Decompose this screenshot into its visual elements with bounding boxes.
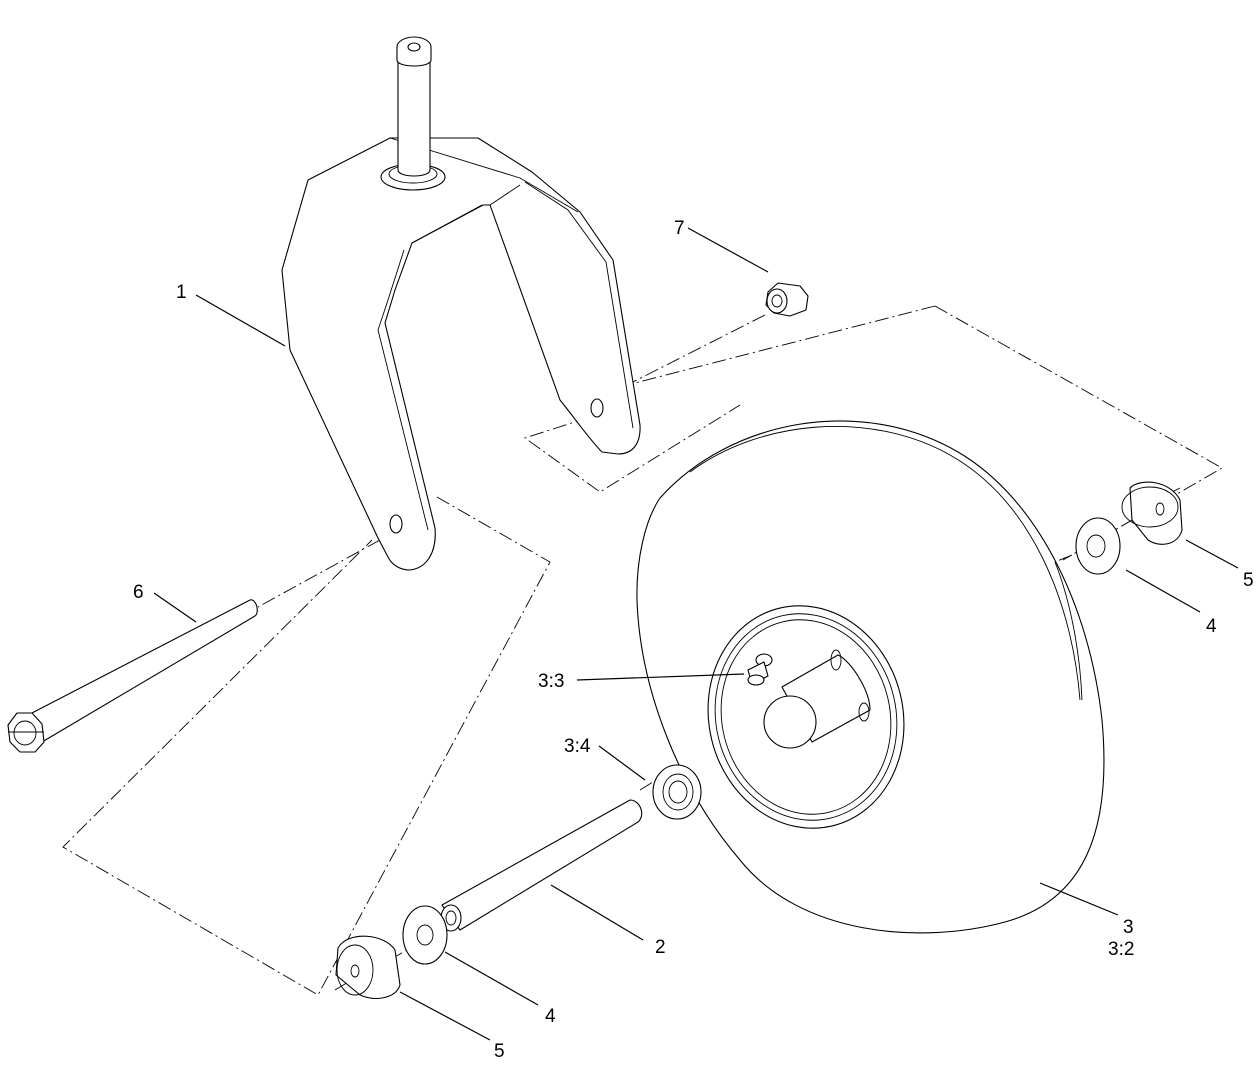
leader-lines: [153, 227, 1239, 1041]
wheel-bearing: [652, 764, 702, 820]
washer-left: [402, 905, 448, 965]
caster-fork: [281, 36, 641, 571]
callout-labels: 1 7 6 3:3 3:4 2 4 5 3 3:2 4 5: [133, 218, 1254, 1062]
callout-1: 1: [176, 282, 187, 303]
flange-nut: [765, 282, 809, 317]
callout-3-3: 3:3: [538, 671, 564, 692]
axle-bolt: [7, 599, 258, 753]
washer-right: [1075, 517, 1121, 575]
callout-3: 3: [1123, 917, 1134, 938]
wheel-assembly: [636, 420, 1105, 934]
spacer-right: [1121, 481, 1183, 545]
spacer-left: [335, 935, 401, 999]
callout-5-right: 5: [1243, 570, 1254, 591]
callout-2: 2: [655, 937, 666, 958]
callout-5-left: 5: [494, 1041, 505, 1062]
callout-7: 7: [674, 218, 685, 239]
callout-4-right: 4: [1206, 616, 1217, 637]
axle-spacer-tube: [440, 799, 643, 932]
callout-3-2: 3:2: [1108, 939, 1134, 960]
callout-4-left: 4: [545, 1006, 556, 1027]
callout-6: 6: [133, 582, 144, 603]
callout-3-4: 3:4: [564, 736, 591, 757]
